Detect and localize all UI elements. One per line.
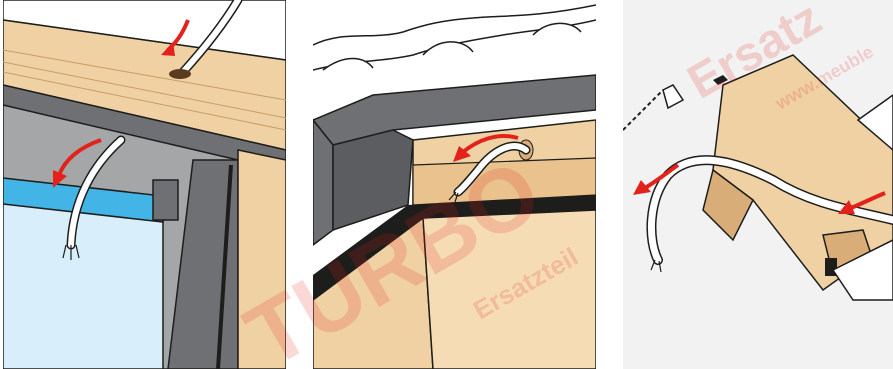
side-lining-wood (238, 150, 286, 369)
blind-bracket (153, 180, 178, 220)
illustration-panel-3 (623, 0, 893, 369)
illustration-panel-2 (313, 0, 596, 369)
lining-right (423, 210, 596, 369)
glass-pane (3, 200, 163, 369)
panel-2-drawing (313, 0, 596, 369)
drill-hole (169, 69, 191, 79)
panel-1-drawing (3, 0, 286, 369)
panel-3-drawing (623, 0, 893, 369)
illustration-panel-1 (3, 0, 286, 369)
